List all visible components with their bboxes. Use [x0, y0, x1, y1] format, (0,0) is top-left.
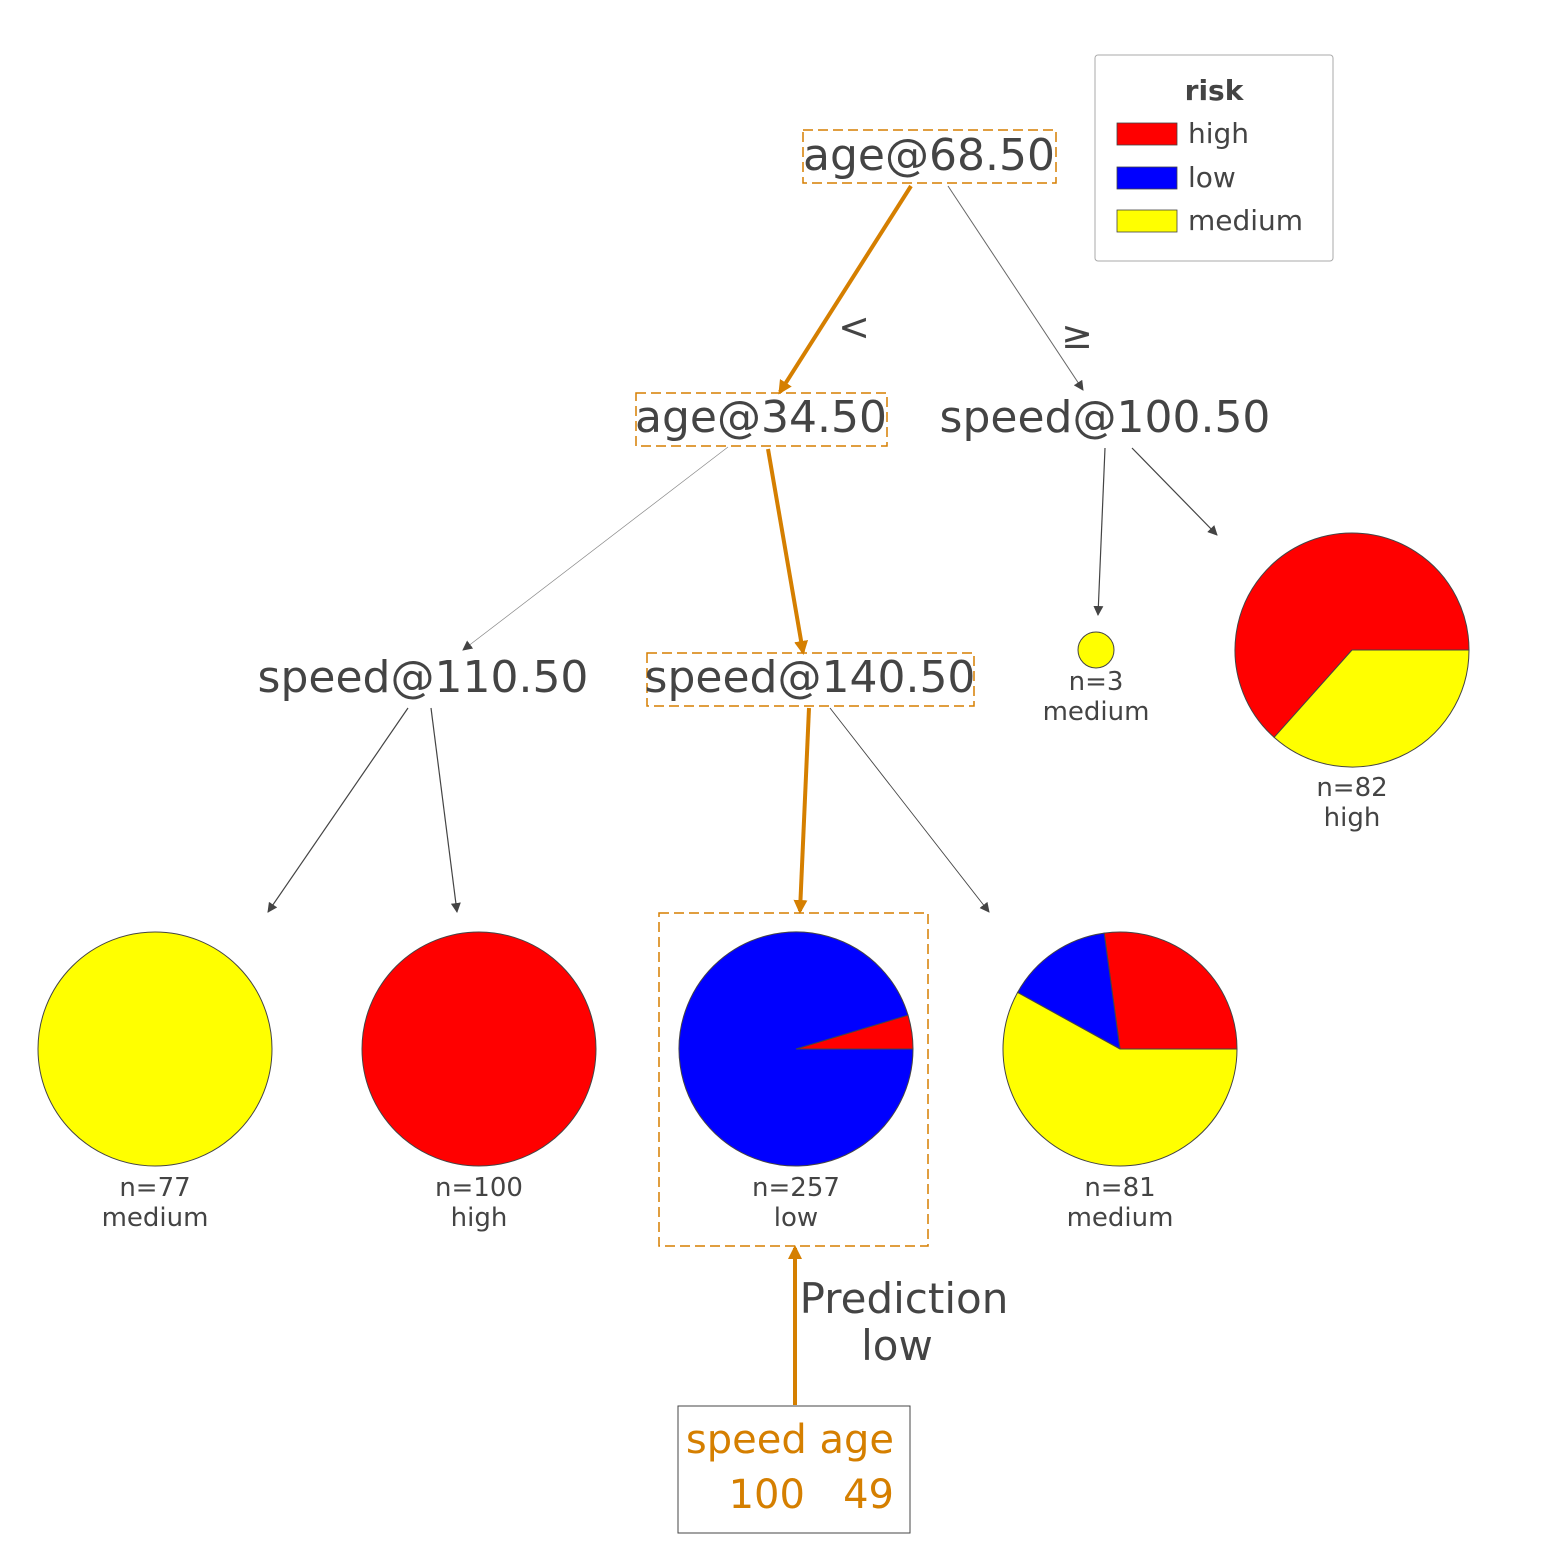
edge-label-greater-equal: ≥ [1061, 313, 1093, 357]
edge-speed-right-to-leaf6 [1131, 447, 1218, 536]
legend-swatch-high [1116, 122, 1178, 146]
leaf1-class-label: medium [102, 1203, 209, 1233]
root-node-highlight [802, 129, 1057, 184]
legend-box [1094, 54, 1334, 262]
node-age-split-label: age@34.50 [635, 392, 887, 443]
edge-root-to-age-split [778, 184, 913, 395]
node-speed-right-label: speed@100.50 [940, 392, 1271, 443]
legend-label-low: low [1188, 161, 1236, 194]
leaf6-pie-chart [1234, 532, 1470, 768]
leaf1-slice-medium [37, 931, 273, 1167]
edge-speed-right-to-leaf5 [1093, 447, 1106, 616]
instance-box [677, 1405, 911, 1534]
leaf5-pie-chart [1077, 631, 1115, 669]
edge-speed-mid-to-leaf3 [793, 707, 811, 914]
edge-label-less-than: < [838, 305, 870, 349]
leaf3-class-label: low [774, 1203, 818, 1233]
leaf3-pie-chart [678, 931, 914, 1167]
leaf3-slice-low [678, 931, 914, 1167]
leaf2-slice-high [361, 931, 597, 1167]
leaf4-pie-chart [1002, 931, 1238, 1167]
leaf1-n-label: n=77 [119, 1173, 190, 1203]
node-root-label: age@68.50 [803, 130, 1055, 181]
prediction-title: Prediction [800, 1274, 1009, 1323]
instance-values: 100 49 [729, 1472, 894, 1518]
leaf2-n-label: n=100 [435, 1173, 523, 1203]
speed-mid-node-highlight [646, 652, 975, 707]
edge-age-split-to-speed-mid [766, 448, 809, 655]
leaf1-pie-chart [37, 931, 273, 1167]
prediction-class: low [861, 1321, 933, 1370]
legend-swatch-low [1116, 166, 1178, 190]
instance-header: speed age [686, 1417, 894, 1463]
edge-age-split-to-speed-left [462, 446, 729, 651]
age-split-node-highlight [635, 392, 888, 447]
node-speed-left-label: speed@110.50 [258, 652, 589, 703]
leaf3-highlight [658, 912, 929, 1247]
leaf6-class-label: high [1324, 803, 1381, 833]
legend-swatch-medium [1116, 209, 1178, 233]
leaf6-slice-high [1234, 532, 1470, 739]
leaf3-n-label: n=257 [752, 1173, 840, 1203]
leaf4-n-label: n=81 [1084, 1173, 1155, 1203]
leaf4-class-label: medium [1067, 1203, 1174, 1233]
leaf4-slice-high [1103, 931, 1238, 1050]
leaf2-pie-chart [361, 931, 597, 1167]
legend-label-high: high [1188, 117, 1249, 150]
edge-root-to-speed-right [947, 185, 1084, 391]
legend-label-medium: medium [1188, 204, 1303, 237]
leaf4-slice-low [1016, 932, 1121, 1050]
tree-edges [267, 184, 1218, 1405]
leaf5-n-label: n=3 [1069, 667, 1124, 697]
legend: risk high low medium [1094, 54, 1334, 262]
leaf5-class-label: medium [1043, 697, 1150, 727]
edge-speed-left-to-leaf2 [430, 707, 461, 913]
leaf5-slice-medium [1077, 631, 1115, 669]
legend-title: risk [1185, 74, 1245, 107]
node-speed-mid-label: speed@140.50 [645, 652, 976, 703]
leaf6-n-label: n=82 [1316, 773, 1387, 803]
edge-speed-left-to-leaf1 [267, 707, 409, 913]
leaf6-slice-medium [1273, 649, 1470, 768]
leaf2-class-label: high [451, 1203, 508, 1233]
leaf4-slice-medium [1002, 991, 1238, 1167]
edge-speed-mid-to-leaf4 [829, 707, 990, 913]
